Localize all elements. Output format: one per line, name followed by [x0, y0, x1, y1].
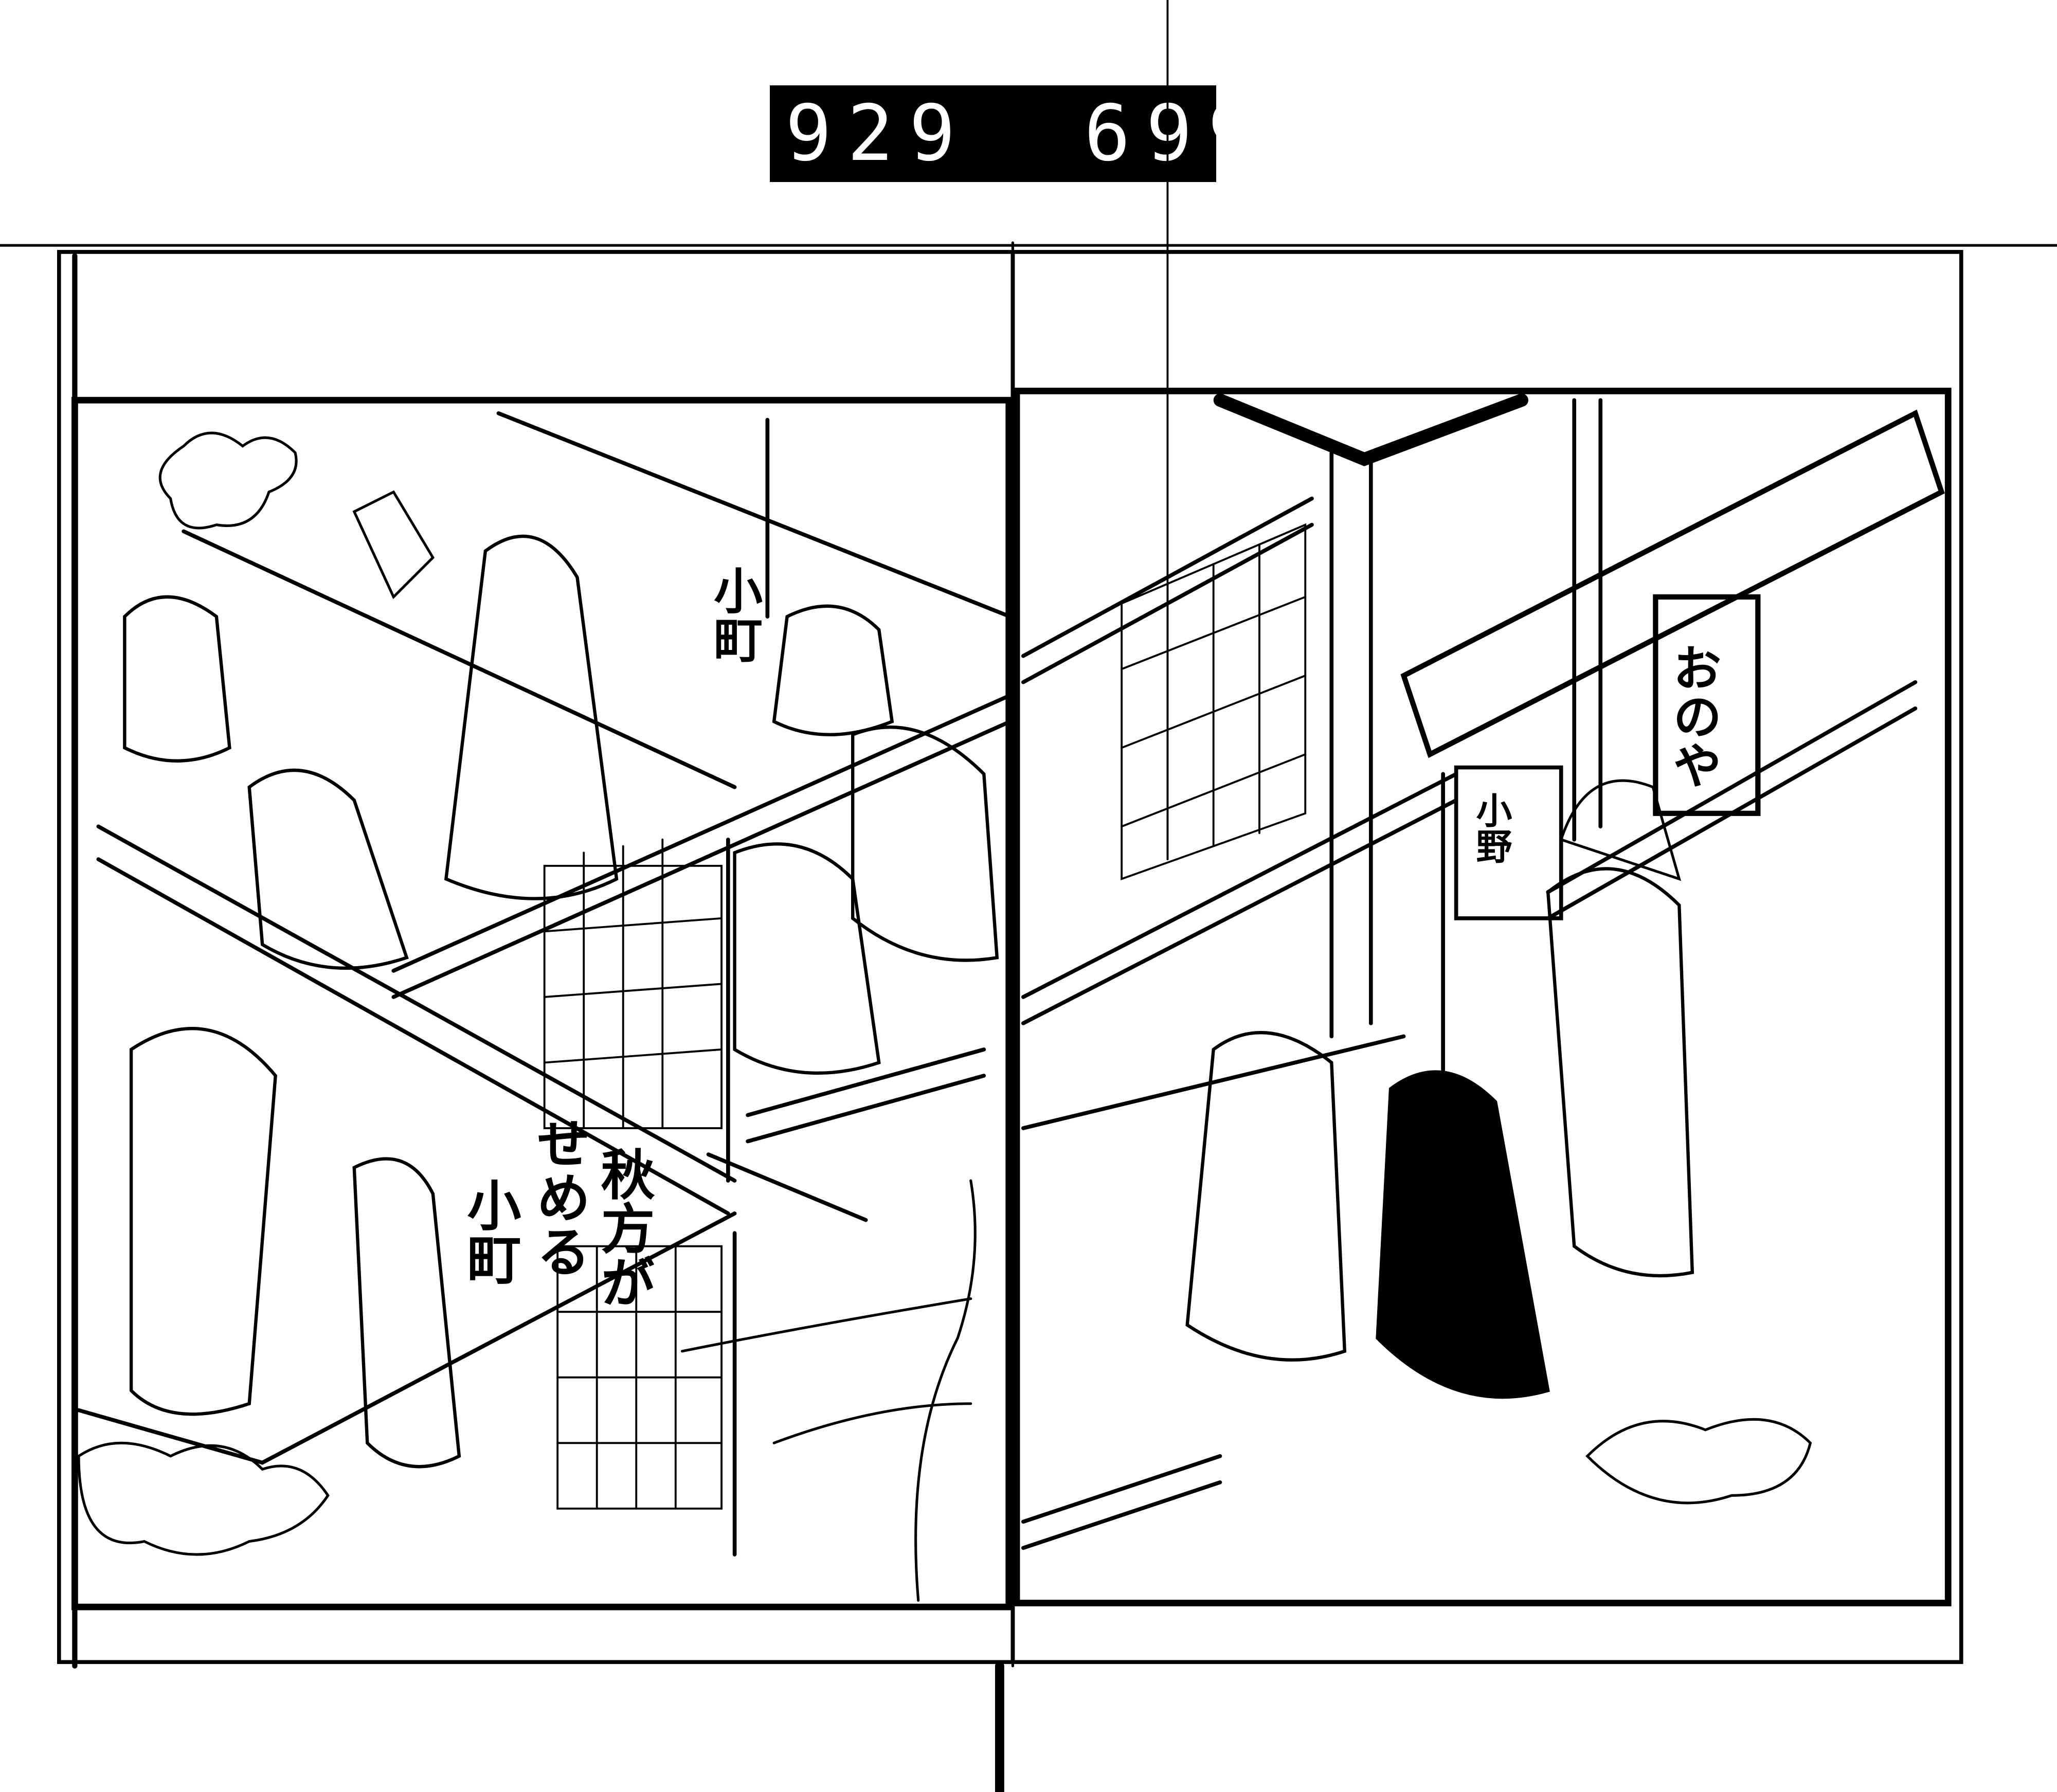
left-architecture — [77, 411, 1013, 1556]
cloud-bottom-left — [77, 1441, 330, 1556]
caption-main-col-2: せめる — [528, 1116, 591, 1278]
caption-komachi-top: 小町 — [706, 566, 763, 663]
right-page-frame — [1011, 250, 1963, 1664]
hanging-sign-box — [1454, 765, 1563, 920]
archive-number-right: 699. — [1084, 89, 1332, 178]
archive-number-left: 929 — [785, 89, 971, 178]
caption-main-col-3: 小町 — [458, 1178, 522, 1286]
right-shoji-screens — [1121, 0, 1307, 881]
left-shoji-screens — [543, 838, 723, 1510]
figures-left — [123, 490, 999, 1469]
right-architecture — [1021, 393, 1945, 1550]
shop-curtain — [1653, 594, 1761, 816]
hanging-sign-text: 小野 — [1470, 792, 1513, 864]
figures-right — [1185, 779, 1694, 1399]
cloud-bottom-right — [1585, 1418, 1812, 1505]
pine-tree — [680, 1179, 977, 1602]
cloud-top-left — [158, 431, 298, 530]
left-page-frame — [57, 250, 1015, 1669]
caption-main-col-1: 秋方が — [592, 1147, 656, 1309]
archive-number-label: 929 699. — [770, 85, 1316, 182]
shop-curtain-text: おのや — [1665, 643, 1722, 789]
